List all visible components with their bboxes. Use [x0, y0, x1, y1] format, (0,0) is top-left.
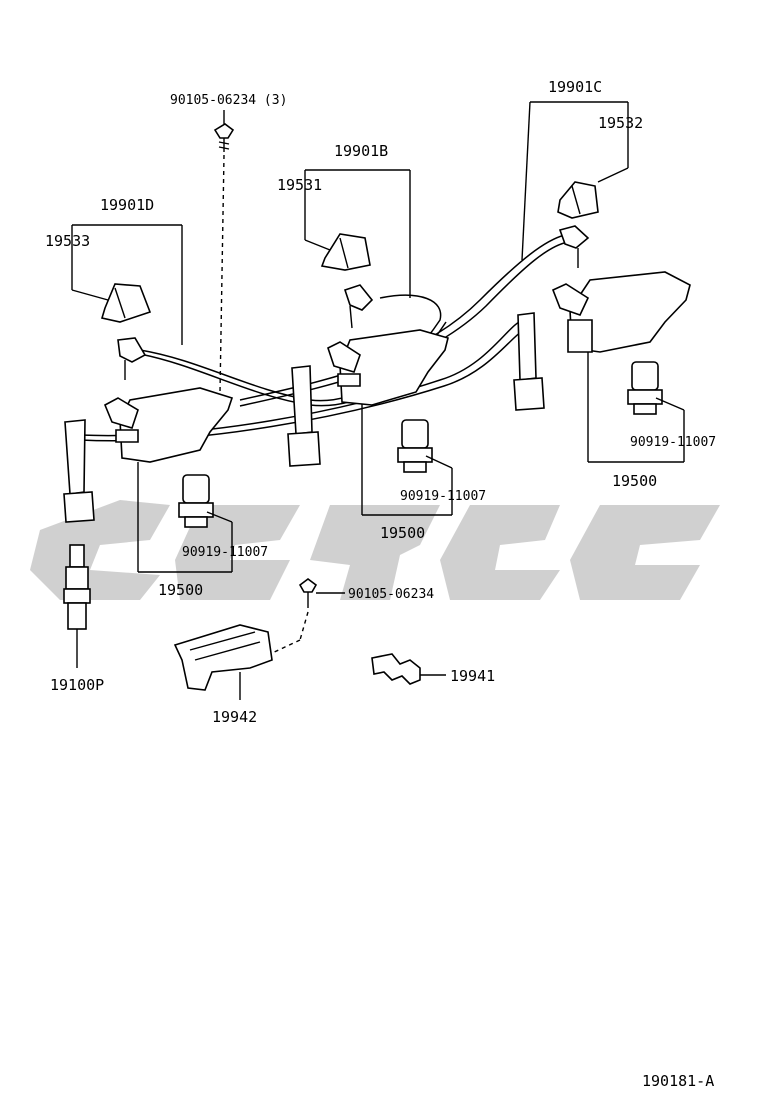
- coil-left: [103, 387, 234, 463]
- label-sensor-mid: 90919-11007: [400, 489, 486, 504]
- cap-19533: [100, 283, 152, 323]
- boot-mid: [287, 365, 321, 467]
- bracket-19942: [173, 624, 273, 700]
- label-coil-mid: 19500: [380, 524, 425, 542]
- boot-right: [513, 312, 545, 411]
- label-figure-code: 190181-A: [642, 1072, 714, 1090]
- label-19942: 19942: [212, 708, 257, 726]
- cap-19531: [320, 233, 371, 271]
- watermark-logo: [30, 500, 720, 600]
- label-coil-left: 19500: [158, 581, 203, 599]
- label-19901c: 19901C: [548, 78, 602, 96]
- label-19901b: 19901B: [334, 142, 388, 160]
- boot-left: [63, 419, 95, 523]
- sensor-left: [137, 462, 233, 573]
- coil-right: [551, 271, 691, 353]
- label-coil-right: 19500: [612, 472, 657, 490]
- bolt-top: [213, 110, 235, 393]
- label-19901d: 19901D: [100, 196, 154, 214]
- sensor-right: [587, 352, 685, 463]
- callout-19901b: [304, 169, 411, 298]
- label-19533: 19533: [45, 232, 90, 250]
- callout-19901c: [521, 101, 629, 261]
- coil-mid: [327, 329, 449, 406]
- cap-19532: [557, 181, 599, 219]
- label-19531: 19531: [277, 176, 322, 194]
- label-19100p: 19100P: [50, 676, 104, 694]
- label-bolt-bottom: 90105-06234: [348, 587, 434, 602]
- sensor-mid: [361, 404, 453, 516]
- label-bolt-top: 90105-06234 (3): [170, 93, 287, 108]
- bolt-bottom: [267, 578, 345, 656]
- clamp-19941: [371, 653, 446, 685]
- label-sensor-right: 90919-11007: [630, 435, 716, 450]
- label-19532: 19532: [598, 114, 643, 132]
- spark-plug: [63, 544, 91, 668]
- part-labels: 90105-06234 (3) 19901C 19532 19901B 1953…: [45, 78, 716, 1090]
- callout-19901d: [71, 224, 183, 345]
- label-sensor-left: 90919-11007: [182, 545, 268, 560]
- label-19941: 19941: [450, 667, 495, 685]
